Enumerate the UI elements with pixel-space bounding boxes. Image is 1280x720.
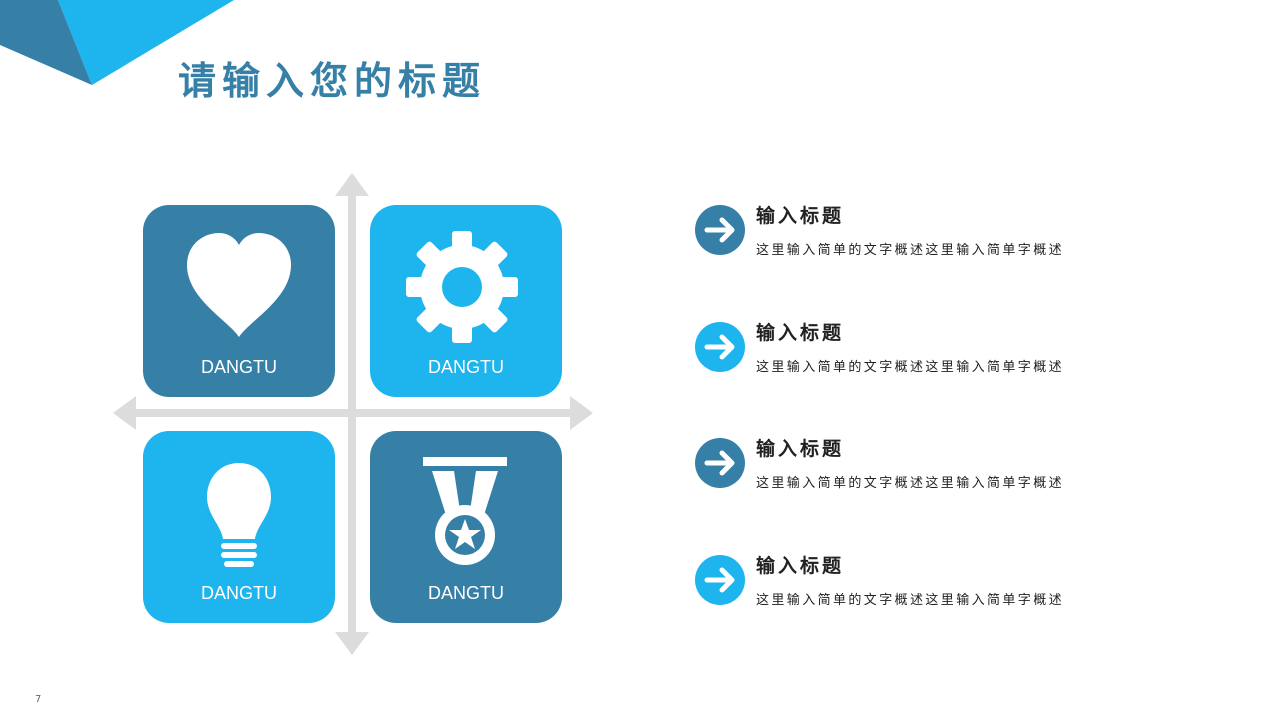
gear-icon xyxy=(406,231,518,343)
quadrant-label: DANGTU xyxy=(201,357,277,377)
quadrant-medal: DANGTU xyxy=(370,431,562,623)
medal-icon xyxy=(423,457,507,565)
item-title: 输入标题 xyxy=(756,205,845,227)
page-number: 7 xyxy=(35,694,42,705)
lightbulb-icon xyxy=(207,463,271,567)
corner-decoration xyxy=(0,0,234,85)
quadrant-label: DANGTU xyxy=(428,583,504,603)
arrow-right-icon xyxy=(695,205,745,255)
arrow-right-icon xyxy=(695,438,745,488)
arrow-right-icon xyxy=(695,322,745,372)
page-title: 请输入您的标题 xyxy=(178,59,487,103)
item-title: 输入标题 xyxy=(756,555,845,577)
quadrant-label: DANGTU xyxy=(428,357,504,377)
item-desc: 这里输入简单的文字概述这里输入简单字概述 xyxy=(756,476,1065,491)
quadrant-heart: DANGTU xyxy=(143,205,335,397)
item-desc: 这里输入简单的文字概述这里输入简单字概述 xyxy=(756,360,1065,375)
heart-icon xyxy=(187,233,291,337)
item-desc: 这里输入简单的文字概述这里输入简单字概述 xyxy=(756,593,1065,608)
item-title: 输入标题 xyxy=(756,438,845,460)
quadrant-lightbulb: DANGTU xyxy=(143,431,335,623)
quadrant-gear: DANGTU xyxy=(370,205,562,397)
quadrant-label: DANGTU xyxy=(201,583,277,603)
arrow-right-icon xyxy=(695,555,745,605)
axis-cross xyxy=(113,173,593,655)
item-desc: 这里输入简单的文字概述这里输入简单字概述 xyxy=(756,243,1065,258)
item-title: 输入标题 xyxy=(756,322,845,344)
